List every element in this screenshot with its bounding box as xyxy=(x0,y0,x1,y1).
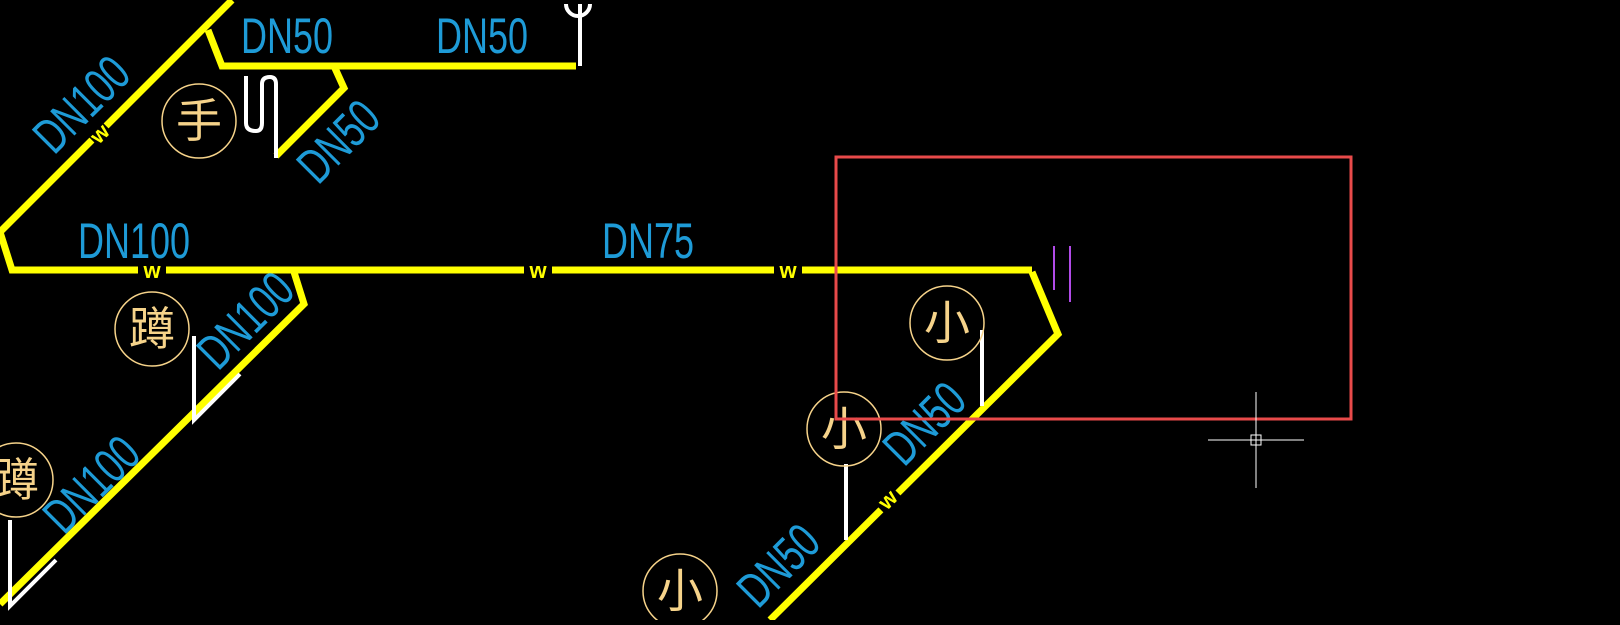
urinal-fixture-3[interactable]: 小 xyxy=(642,553,718,625)
hand-basin-fixture[interactable]: 手 xyxy=(161,83,237,159)
urinal-symbol-2: 小 xyxy=(821,402,867,456)
top-riser-cap xyxy=(564,3,592,18)
hand-basin-symbol: 手 xyxy=(176,94,222,148)
urinal-symbol-3: 小 xyxy=(657,564,703,618)
flow-mark-main-2: w xyxy=(528,258,547,283)
upper-left-diagonal-pipe xyxy=(0,0,1032,274)
squat-toilet-symbol-2: 蹲 xyxy=(0,453,39,507)
pipe-label-diag-dn50-bottom: DN50 xyxy=(727,514,831,618)
squat-toilet-fixture-2[interactable]: 蹲 xyxy=(0,442,54,518)
right-branch-pipe xyxy=(767,270,1063,623)
top-dn50-branch-pipe xyxy=(273,64,349,159)
pipe-label-main-dn100: DN100 xyxy=(78,214,190,269)
urinal-fixture-1[interactable]: 小 xyxy=(909,285,985,361)
crosshair-cursor-icon xyxy=(1208,392,1304,488)
pipe-label-top-dn50-b: DN50 xyxy=(436,9,528,64)
selection-window[interactable] xyxy=(834,155,1353,421)
left-dn100-branch-pipe xyxy=(0,270,308,607)
flow-mark-main-1: w xyxy=(142,258,161,283)
pipe-label-diag-dn50-top: DN50 xyxy=(287,90,391,194)
pipe-end-marker xyxy=(1053,246,1071,302)
urinal-fixture-2[interactable]: 小 xyxy=(806,391,882,467)
hand-basin-trap xyxy=(244,74,278,158)
squat-riser-2 xyxy=(8,520,58,611)
pipe-label-diag-dn100-low: DN100 xyxy=(33,426,151,544)
pipe-label-main-dn75: DN75 xyxy=(602,214,694,269)
squat-riser-1 xyxy=(192,336,242,425)
top-horizontal-pipe xyxy=(204,28,576,70)
urinal-symbol-1: 小 xyxy=(924,296,970,350)
squat-toilet-symbol-1: 蹲 xyxy=(129,302,175,356)
pipe-label-top-dn50-a: DN50 xyxy=(241,9,333,64)
flow-mark-main-3: w xyxy=(778,258,797,283)
pipe-label-diag-dn50-right: DN50 xyxy=(873,372,977,476)
squat-toilet-fixture-1[interactable]: 蹲 xyxy=(114,291,190,367)
